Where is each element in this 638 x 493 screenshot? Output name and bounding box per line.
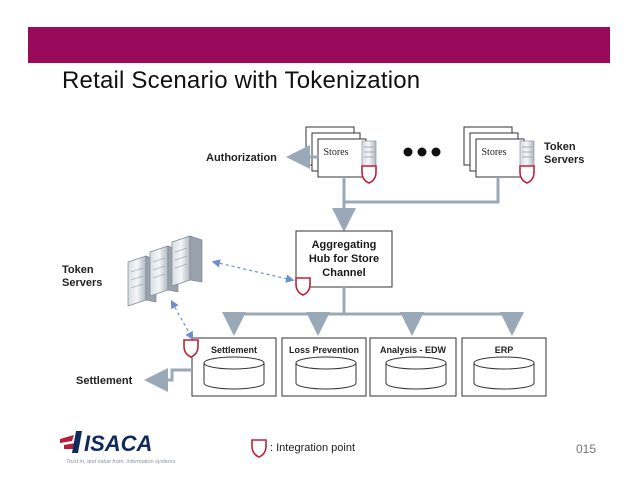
isaca-tagline: Trust in, and value from, information sy…	[66, 459, 176, 465]
erp-label: ERP	[494, 345, 514, 355]
token-server-hub-link	[211, 259, 295, 283]
token-servers-top-label: Token Servers	[544, 141, 585, 166]
more-stores-dots	[403, 147, 441, 157]
database-icons	[203, 356, 535, 390]
isaca-logo: ISACA Trust in, and value from, informat…	[58, 423, 188, 467]
isaca-logo-text: ISACA	[84, 431, 152, 456]
settlement-arrow	[144, 368, 192, 392]
settlement-box-label: Settlement	[210, 345, 257, 355]
settlement-output-label: Settlement	[76, 375, 133, 387]
token-server-cluster-icon	[127, 235, 203, 307]
slide-title: Retail Scenario with Tokenization	[62, 67, 421, 94]
stores-label-left: Stores	[323, 147, 349, 158]
token-server-settlement-link	[170, 299, 194, 341]
analysis-edw-label: Analysis - EDW	[379, 345, 446, 355]
loss-prevention-label: Loss Prevention	[288, 345, 360, 355]
aggregating-hub-box	[295, 230, 393, 288]
stores-group-left	[305, 126, 377, 178]
aggregating-hub-label: Aggregating Hub for Store Channel	[308, 239, 380, 279]
authorization-label: Authorization	[206, 152, 277, 164]
isaca-logo-mark: ISACA Trust in, and value from, informat…	[60, 431, 176, 465]
integration-point-icon	[183, 165, 535, 458]
stores-group-right	[463, 126, 535, 178]
integration-point-legend: : Integration point	[270, 442, 356, 454]
page-number: 015	[576, 442, 597, 456]
title-banner	[28, 27, 610, 63]
token-servers-left-label: Token Servers	[62, 264, 103, 289]
store-connectors	[332, 177, 500, 232]
hub-connectors	[222, 287, 524, 336]
stores-label-right: Stores	[481, 147, 507, 158]
